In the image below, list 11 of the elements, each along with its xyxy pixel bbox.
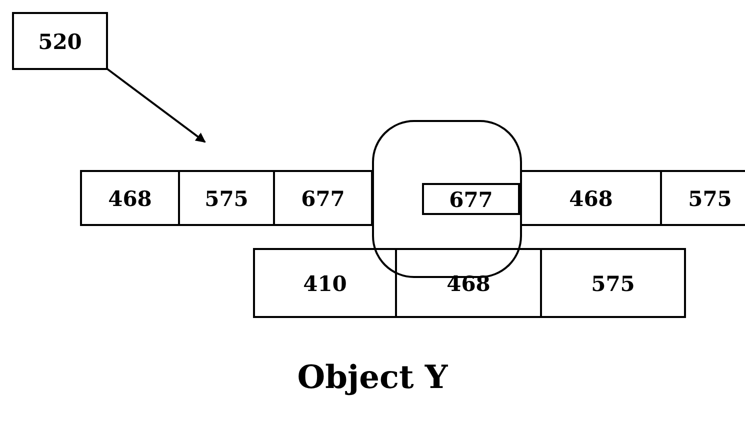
number-box: 575 — [660, 170, 745, 226]
number-box: 520 — [12, 12, 108, 70]
caption: Object Y — [296, 358, 449, 396]
number-box: 575 — [540, 248, 686, 318]
number-box: 410 — [253, 248, 397, 318]
number-box: 575 — [178, 170, 275, 226]
number-box: 677 — [273, 170, 373, 226]
number-box: 677 — [422, 183, 520, 215]
number-box: 468 — [520, 170, 662, 226]
number-box: 468 — [80, 170, 180, 226]
arrow — [105, 67, 206, 143]
